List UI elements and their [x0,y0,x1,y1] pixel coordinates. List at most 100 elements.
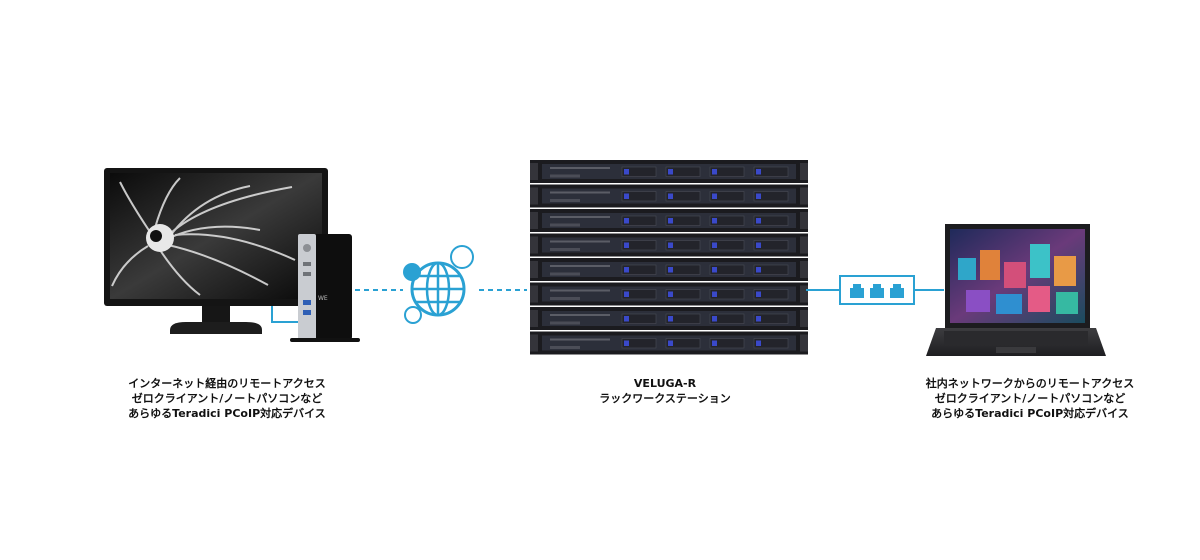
front-vent-strip [550,216,610,218]
drive-bay-latch [624,316,629,322]
device-brand-logo: WE [318,295,328,302]
drive-bay [621,264,657,275]
front-vent-strip [550,314,610,316]
server-unit [530,307,808,330]
front-vent-strip [550,240,610,243]
drive-bay [621,215,657,226]
rack-ear-right [800,236,808,254]
rack-ear-right [800,212,808,229]
drive-bay [709,215,745,226]
drive-bay-latch [712,316,717,322]
drive-bay-latch [624,218,629,224]
rack-ear-left [530,212,538,229]
rack-ear-right [800,310,808,327]
usb-port-group [550,199,580,202]
drive-bay [753,289,789,300]
rack-ear-right [800,285,808,303]
usb-port-group [550,272,580,276]
drive-bay [665,289,701,300]
drive-bay-latch [756,267,761,273]
drive-bay-latch [668,267,673,273]
drive-bay-latch [756,316,761,322]
drive-bay [621,166,657,177]
rack-ear-left [530,285,538,303]
drive-bay-latch [668,291,673,297]
server-unit [530,331,808,355]
caption-line: ゼロクライアント/ノートパソコンなど [131,392,323,405]
drive-bay [621,313,657,324]
left-device-caption: インターネット経由のリモートアクセス ゼロクライアント/ノートパソコンなど あら… [122,376,332,421]
drive-bay [709,264,745,275]
drive-bay [621,338,657,349]
right-device-caption: 社内ネットワークからのリモートアクセス ゼロクライアント/ノートパソコンなど あ… [915,376,1145,421]
drive-bay-latch [668,218,673,224]
rack-ear-right [800,334,808,352]
rack-ear-left [530,334,538,352]
laptop-wallpaper-blocks [958,244,1078,314]
server-unit [530,258,808,281]
drive-bay [709,166,745,177]
server-unit [530,233,808,257]
drive-bay-latch [712,242,717,248]
drive-bay-latch [624,242,629,248]
drive-bay [621,191,657,202]
usb-port-group [550,248,580,251]
caption-line: VELUGA-R [633,377,697,390]
usb-port-group [550,223,580,227]
drive-bay [753,215,789,226]
drive-bay [665,215,701,226]
rack-ear-right [800,187,808,205]
drive-bay [709,240,745,251]
drive-bay-latch [624,193,629,199]
drive-bay [709,338,745,349]
caption-line: ラックワークステーション [599,392,731,405]
left-bracket-line [271,306,298,323]
caption-line: ゼロクライアント/ノートパソコンなど [934,392,1126,405]
laptop-device [926,224,1106,356]
drive-bay-latch [712,267,717,273]
drive-bay [665,166,701,177]
caption-line: あらゆるTeradici PCoIP対応デバイス [128,407,326,420]
drive-bay-latch [756,218,761,224]
drive-bay [621,289,657,300]
usb-port-group [550,321,580,325]
monitor-wallpaper-art [111,177,296,296]
usb-port-group [550,297,580,300]
drive-bay [753,264,789,275]
drive-bay-latch [756,291,761,297]
server-unit [530,160,808,183]
rack-workstation-stack [530,160,808,355]
zero-client-device: WE [290,234,360,342]
rack-ear-left [530,187,538,205]
drive-bay [709,313,745,324]
drive-bay [753,313,789,324]
drive-bay [753,166,789,177]
drive-bay [665,338,701,349]
front-vent-strip [550,338,610,341]
drive-bay [665,313,701,324]
drive-bay [621,240,657,251]
drive-bay-latch [756,193,761,199]
drive-bay-latch [624,291,629,297]
drive-bay-latch [712,169,717,175]
drive-bay-latch [668,316,673,322]
drive-bay [709,191,745,202]
drive-bay [753,338,789,349]
caption-line: あらゆるTeradici PCoIP対応デバイス [931,407,1129,420]
server-unit [530,209,808,232]
drive-bay [753,191,789,202]
front-vent-strip [550,167,610,169]
rack-ear-left [530,261,538,278]
drive-bay-latch [756,242,761,248]
drive-bay-latch [756,340,761,346]
front-vent-strip [550,265,610,267]
drive-bay-latch [624,169,629,175]
center-device-caption: VELUGA-R ラックワークステーション [560,376,770,406]
drive-bay-latch [712,218,717,224]
caption-line: 社内ネットワークからのリモートアクセス [925,377,1135,390]
rack-ear-right [800,163,808,180]
drive-bay-latch [624,340,629,346]
drive-bay-latch [668,242,673,248]
usb-port-group [550,174,580,178]
